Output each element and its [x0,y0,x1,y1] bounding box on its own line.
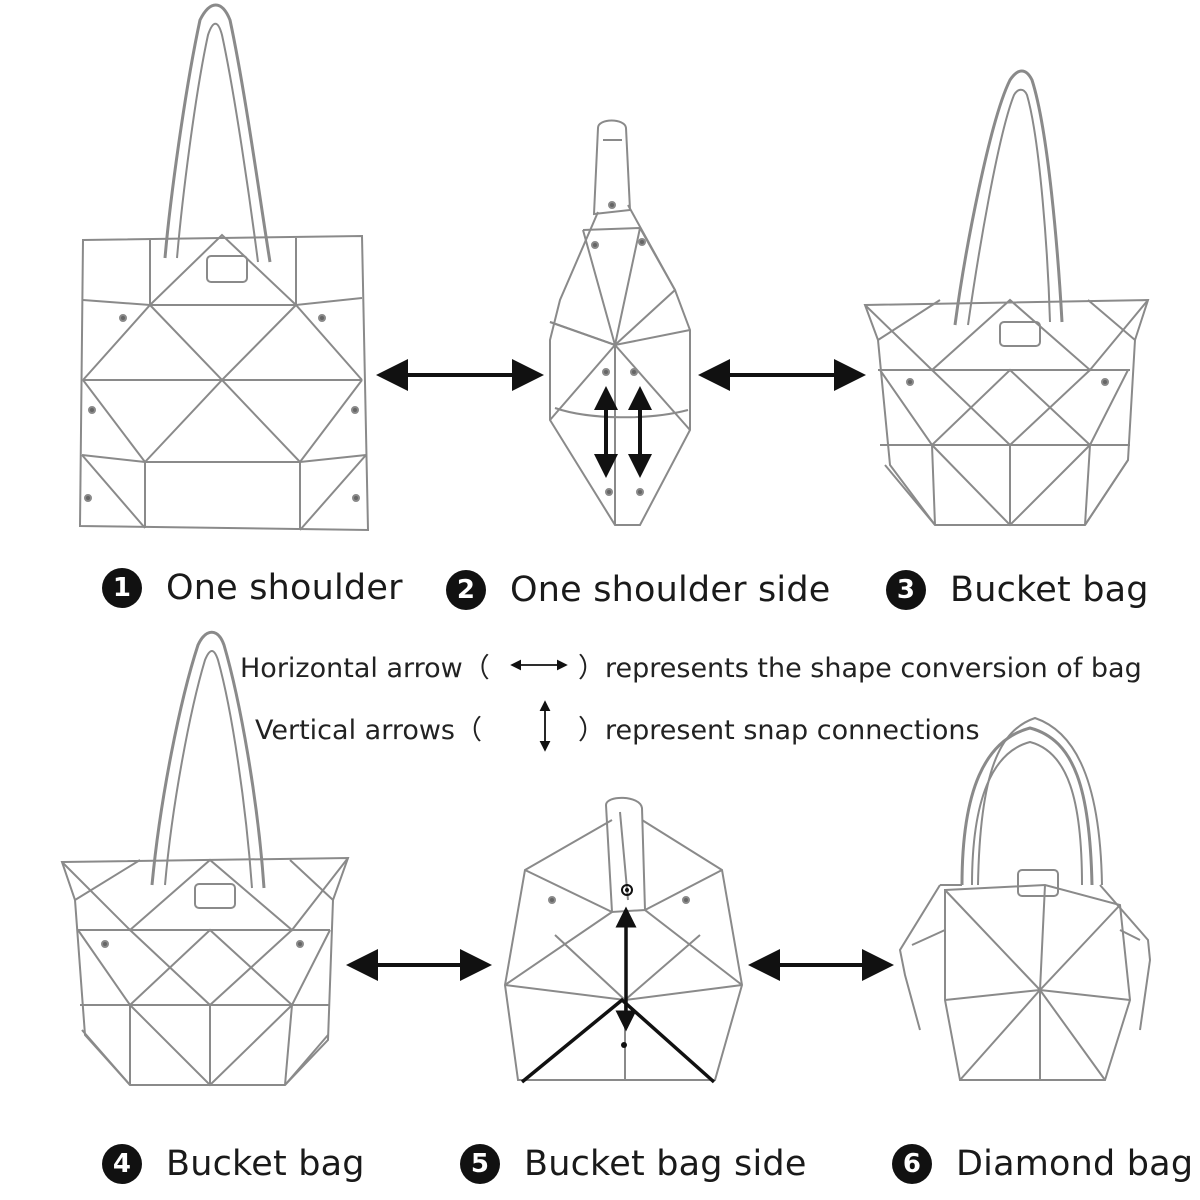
bag-diamond [898,716,1152,1081]
number-badge: 5 [460,1144,500,1184]
caption-label: Diamond bag [956,1144,1194,1184]
caption-6: 6 Diamond bag [892,1144,1193,1184]
snap-top-icon [621,884,633,896]
legend-horizontal-suffix: ）represents the shape conversion of bag [578,653,1142,684]
bag-bucket-top [863,69,1150,527]
caption-5: 5 Bucket bag side [460,1144,807,1184]
caption-label: Bucket bag [950,570,1149,610]
caption-label: One shoulder side [510,570,831,610]
caption-label: One shoulder [166,568,403,608]
number-badge: 4 [102,1144,142,1184]
number-badge: 3 [886,570,926,610]
number-badge: 6 [892,1144,932,1184]
caption-label: Bucket bag side [524,1144,807,1184]
caption-4: 4 Bucket bag [102,1144,365,1184]
bag-one-shoulder [78,3,370,532]
legend-vertical-suffix: ）represent snap connections [578,715,980,746]
bag-bucket-side [503,796,744,1081]
number-badge: 2 [446,570,486,610]
caption-3: 3 Bucket bag [886,570,1149,610]
fold-lines [520,997,716,1084]
snap-bottom-icon [621,1042,627,1048]
number-badge: 1 [102,568,142,608]
caption-2: 2 One shoulder side [446,570,831,610]
bag-one-shoulder-side [549,119,691,526]
caption-1: 1 One shoulder [102,568,403,608]
legend-horizontal-prefix: Horizontal arrow（ [240,653,490,684]
caption-label: Bucket bag [166,1144,365,1184]
legend-vertical-prefix: Vertical arrows（ [255,715,482,746]
bag-bucket-bottom [60,630,350,1087]
